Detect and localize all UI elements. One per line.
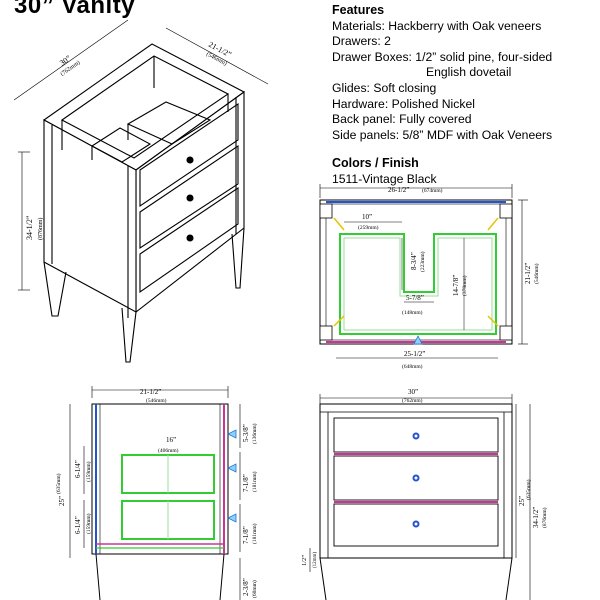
- finish-name: 1511-Vintage Black: [332, 171, 437, 186]
- iso-drawer-2: [139, 144, 239, 250]
- top-notch-offset: 10”: [362, 213, 372, 221]
- side-r2-mm: (181mm): [251, 471, 258, 492]
- side-d1-mm: (159mm): [85, 461, 92, 482]
- top-width-label: 26-1/2”: [388, 186, 409, 194]
- iso-leg-right: [231, 227, 245, 289]
- front-height-34: 34-1/2”: [532, 507, 540, 528]
- top-bottom-width: 25-1/2”: [404, 350, 425, 358]
- front-leg-left: [319, 557, 327, 600]
- side-drawer-2-dim: 6-1/4”: [74, 516, 82, 534]
- feature-drawer-boxes: Drawer Boxes: 1/2” solid pine, four-side…: [332, 49, 553, 64]
- top-notch-depth: 8-3/4”: [410, 252, 418, 270]
- feature-drawer-boxes-cont: English dovetail: [426, 65, 512, 80]
- front-leg-right: [505, 557, 513, 600]
- feature-side-panels: Side panels: 5/8” MDF with Oak Veneers: [332, 127, 553, 142]
- feature-hardware: Hardware: Polished Nickel: [332, 96, 475, 111]
- iso-leg-left: [43, 261, 67, 317]
- side-height-label: 25”: [58, 496, 66, 506]
- iso-inner-box-left: [90, 127, 152, 163]
- side-right-dim-1: 5-3/8”: [242, 424, 250, 442]
- side-leg-front: [219, 553, 225, 600]
- front-leg-mm: (12mm): [313, 552, 318, 568]
- top-leg-tr: [499, 203, 513, 219]
- side-h25-mm: (635mm): [55, 473, 62, 494]
- top-depth-mm: (546mm): [533, 263, 540, 284]
- side-d2-mm: (159mm): [85, 513, 92, 534]
- iso-height-label: 34-1/2”: [25, 215, 34, 240]
- iso-drawer-1: [139, 102, 239, 208]
- top-leg-tl: [319, 203, 333, 219]
- front-knob-2: [412, 474, 420, 482]
- side-inner-mm: (406mm): [158, 447, 179, 454]
- side-r1-mm: (136mm): [251, 423, 258, 444]
- top-notch-w-mm: (148mm): [402, 309, 423, 316]
- features-heading: Features: [332, 3, 385, 17]
- side-inner-label: 16”: [166, 436, 176, 444]
- top-notch-width: 5-7/8”: [406, 294, 424, 302]
- feature-glides: Glides: Soft closing: [332, 80, 437, 95]
- feature-back-panel: Back panel: Fully covered: [332, 112, 472, 127]
- iso-leg-front: [121, 307, 137, 363]
- side-leg-dim: 2-3/8”: [242, 578, 250, 596]
- top-outer: [319, 199, 513, 345]
- front-knob-3: [412, 520, 420, 528]
- iso-inner-box-right: [126, 101, 212, 145]
- colors-heading: Colors / Finish: [332, 156, 419, 170]
- top-arrow-marker: [413, 335, 423, 345]
- front-drawer-3: [333, 503, 499, 547]
- top-notch-depth-mm: (223mm): [419, 251, 426, 272]
- side-width-label: 21-1/2”: [140, 388, 161, 396]
- side-arrow-2: [227, 463, 237, 473]
- feature-materials: Materials: Hackberry with Oak veneers: [332, 18, 542, 33]
- top-depth-label: 21-1/2”: [524, 263, 532, 284]
- side-arrow-3: [227, 513, 237, 523]
- side-right-dim-3: 7-1/8”: [242, 526, 250, 544]
- top-bottom-w-mm: (648mm): [402, 363, 423, 370]
- side-arrow-1: [227, 429, 237, 439]
- colors-section: Colors / Finish 1511-Vintage Black: [332, 156, 437, 187]
- page-title: 30” Vanity: [14, 0, 136, 19]
- side-width-mm: (546mm): [146, 397, 167, 404]
- side-r3-mm: (181mm): [251, 523, 258, 544]
- features-list: Features Materials: Hackberry with Oak v…: [332, 3, 592, 143]
- front-width-mm: (762mm): [402, 397, 423, 404]
- top-width-mm: (674mm): [422, 187, 443, 194]
- feature-drawers: Drawers: 2: [332, 34, 391, 49]
- top-notch-off-mm: (259mm): [358, 224, 379, 231]
- front-height-25: 25”: [518, 496, 526, 506]
- side-leg-mm: (60mm): [251, 580, 258, 598]
- side-right-dim-2: 7-1/8”: [242, 474, 250, 492]
- side-leg-back: [95, 553, 101, 600]
- top-leg-bl: [319, 325, 333, 341]
- front-h25-mm: (635mm): [525, 479, 532, 500]
- front-leg-dim: 1/2”: [301, 555, 308, 566]
- side-body: [91, 403, 229, 555]
- front-knob-1: [412, 432, 420, 440]
- top-drawer-outline: [339, 233, 497, 335]
- top-inner-depth-mm: (378mm): [461, 275, 468, 296]
- front-h34-mm: (876mm): [541, 507, 548, 528]
- top-leg-br: [499, 325, 513, 341]
- top-inner-depth: 14-7/8”: [452, 275, 460, 296]
- front-width-label: 30”: [408, 388, 418, 396]
- iso-drawer-3: [139, 186, 239, 294]
- iso-height-mm: (876mm): [37, 218, 44, 240]
- side-drawer-1-dim: 6-1/4”: [74, 460, 82, 478]
